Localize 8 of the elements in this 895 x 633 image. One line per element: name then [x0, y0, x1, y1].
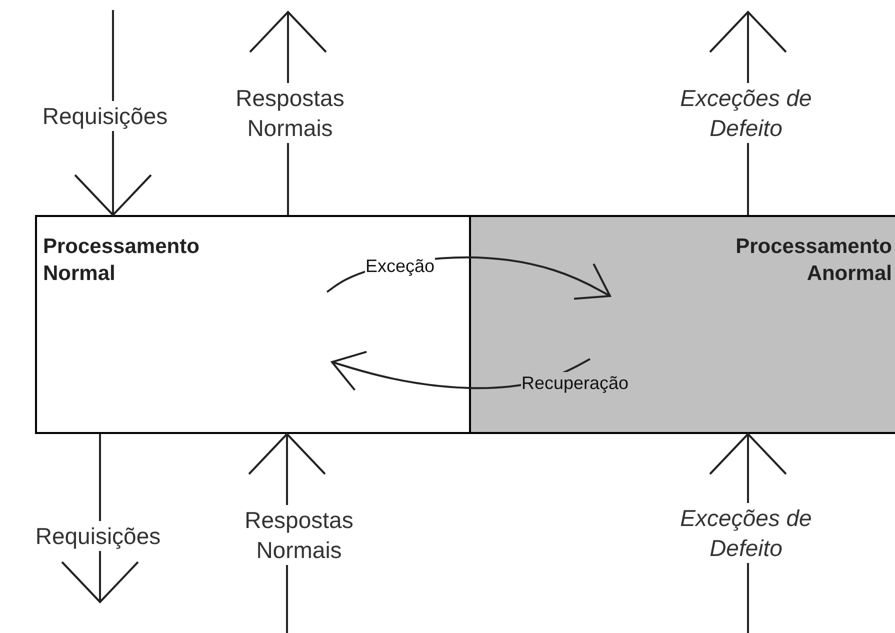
- process-box: [469, 215, 895, 434]
- box-title: Processamento Normal: [43, 234, 200, 287]
- edge-label: Recuperação: [521, 372, 629, 394]
- edge-label: Exceção: [365, 255, 435, 277]
- edge-label: Requisições: [42, 101, 168, 131]
- box-title: Processamento Anormal: [734, 234, 892, 287]
- process-box: [35, 215, 471, 434]
- edge-label: Requisições: [35, 521, 161, 551]
